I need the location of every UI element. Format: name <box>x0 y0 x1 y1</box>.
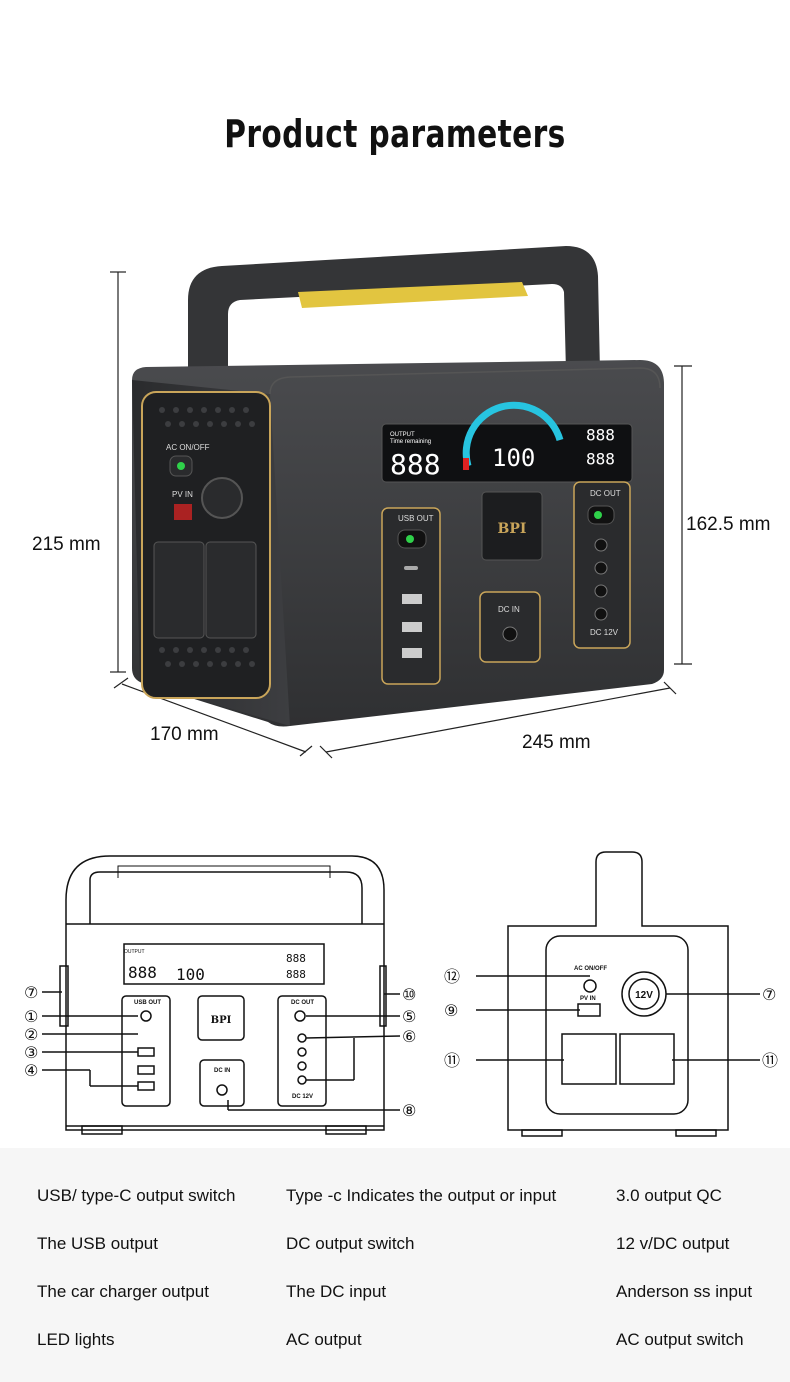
callout-3: ③ <box>24 1043 38 1062</box>
svg-text:BPI: BPI <box>211 1015 232 1026</box>
callout-12: ⑫ <box>444 967 460 986</box>
legend-item: The USB output <box>37 1234 158 1253</box>
svg-text:888: 888 <box>586 425 615 444</box>
ac-outlet-icon <box>205 541 257 639</box>
legend-item: Anderson ss input <box>616 1282 753 1301</box>
dimension-lines <box>110 271 692 759</box>
svg-text:888: 888 <box>390 448 441 481</box>
legend-item: DC output switch <box>286 1234 415 1253</box>
ac-outlet-icon <box>153 541 205 639</box>
callout-5: ⑤ <box>402 1007 416 1026</box>
svg-text:DC IN: DC IN <box>214 1068 230 1074</box>
ac-switch-label: AC ON/OFF <box>166 443 210 452</box>
car-port-icon <box>201 477 243 519</box>
legend-item: LED lights <box>37 1330 115 1349</box>
svg-text:DC 12V: DC 12V <box>590 628 619 637</box>
legend-table: USB/ type-C output switch The USB output… <box>0 1148 790 1382</box>
callout-11-right: ⑪ <box>762 1051 778 1070</box>
svg-text:12V: 12V <box>635 990 653 1001</box>
svg-text:DC OUT: DC OUT <box>590 489 621 498</box>
dimension-width: 245 mm <box>522 732 591 753</box>
brand-logo <box>481 491 543 561</box>
svg-text:888: 888 <box>586 449 615 468</box>
dimension-height-left: 215 mm <box>32 534 101 555</box>
svg-text:OUTPUT: OUTPUT <box>390 432 415 438</box>
side-view-outline <box>507 851 729 1131</box>
legend-item: Type -c Indicates the output or input <box>286 1186 557 1205</box>
callout-6: ⑥ <box>402 1027 416 1046</box>
svg-text:OUTPUT: OUTPUT <box>124 949 145 955</box>
callout-2: ② <box>24 1025 38 1044</box>
legend-item: AC output switch <box>616 1330 744 1349</box>
callout-8: ⑧ <box>402 1101 416 1120</box>
svg-text:888: 888 <box>286 968 306 981</box>
svg-text:DC OUT: DC OUT <box>291 1000 314 1006</box>
svg-text:DC IN: DC IN <box>498 605 520 614</box>
svg-text:DC 12V: DC 12V <box>292 1094 313 1100</box>
svg-text:Time remaining: Time remaining <box>390 439 431 445</box>
product-illustration: AC ON/OFF PV IN OUTPUT Time remaining 88… <box>110 246 692 759</box>
callout-7-right: ⑦ <box>762 985 776 1004</box>
legend-item: USB/ type-C output switch <box>37 1186 236 1205</box>
callout-9: ⑨ <box>444 1001 458 1020</box>
svg-text:AC ON/OFF: AC ON/OFF <box>574 966 607 972</box>
dimension-height-right: 162.5 mm <box>686 514 771 535</box>
svg-text:888: 888 <box>128 963 157 982</box>
front-view-outline <box>65 855 385 1131</box>
svg-text:100: 100 <box>176 965 205 984</box>
svg-text:USB OUT: USB OUT <box>398 514 434 523</box>
svg-text:888: 888 <box>286 952 306 965</box>
callout-4: ④ <box>24 1061 38 1080</box>
page-title: Product parameters <box>224 112 566 156</box>
svg-text:100: 100 <box>492 444 535 472</box>
legend-item: 12 v/DC output <box>616 1234 730 1253</box>
lcd-display <box>381 423 633 483</box>
callout-11-left: ⑪ <box>444 1051 460 1070</box>
pv-in-label: PV IN <box>172 490 193 499</box>
svg-text:BPI: BPI <box>498 521 527 537</box>
dimension-depth: 170 mm <box>150 724 219 745</box>
svg-text:USB OUT: USB OUT <box>134 1000 161 1006</box>
legend-item: The car charger output <box>37 1282 209 1301</box>
svg-text:PV IN: PV IN <box>580 996 596 1002</box>
vent-holes <box>159 407 255 667</box>
line-diagrams: OUTPUT 100 888 888 888 USB OUT DC OUT DC… <box>24 851 778 1137</box>
callout-10: ⑩ <box>402 985 416 1004</box>
led-icon <box>177 462 185 470</box>
callout-1: ① <box>24 1007 38 1026</box>
legend-item: 3.0 output QC <box>616 1186 722 1205</box>
legend-item: The DC input <box>286 1282 387 1301</box>
handle-grip <box>117 865 331 878</box>
callout-7-left: ⑦ <box>24 983 38 1002</box>
legend-item: AC output <box>286 1330 362 1349</box>
